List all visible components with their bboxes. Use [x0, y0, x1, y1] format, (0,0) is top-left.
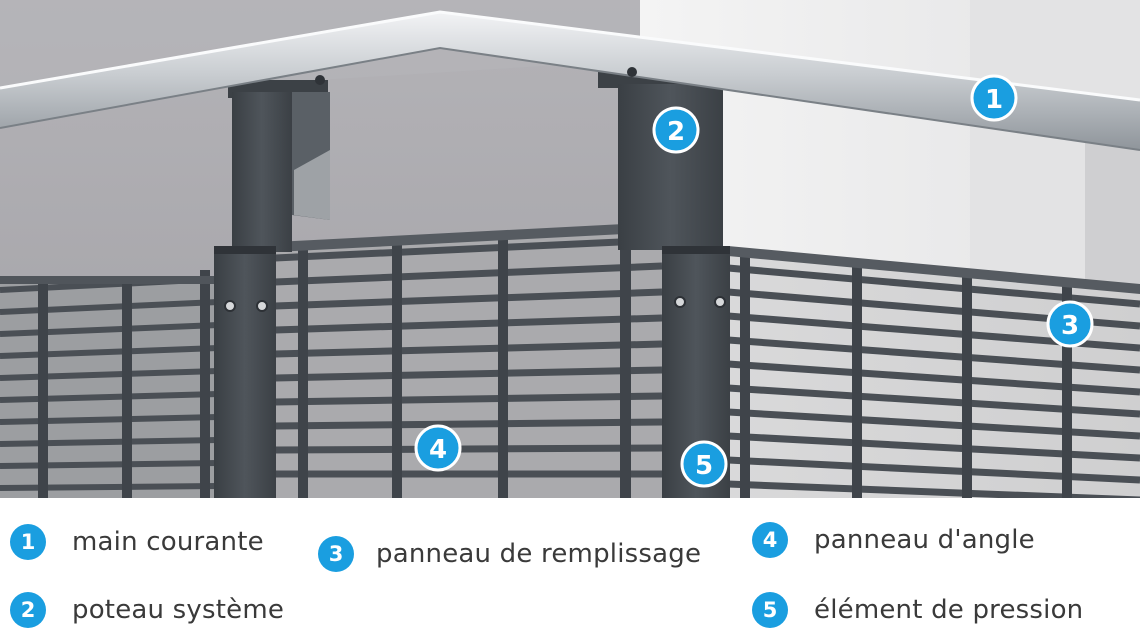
handrail — [0, 10, 1140, 151]
callout-badge-4: 4 — [414, 424, 462, 472]
callout-badge-4-number: 4 — [429, 435, 447, 465]
legend-label-system-post: poteau système — [72, 595, 285, 625]
callout-badge-2: 2 — [652, 106, 700, 154]
left-infill-panel — [0, 270, 219, 498]
legend-label-pressure-element: élément de pression — [814, 595, 1084, 625]
left-post — [214, 80, 330, 498]
legend-item-infill-panel: 3 panneau de remplissage — [318, 534, 701, 574]
legend-label-handrail: main courante — [72, 527, 264, 557]
legend-badge-5: 5 — [752, 592, 788, 628]
balcony-railing-illustration: 1 2 3 4 5 — [0, 0, 1140, 498]
legend-badge-3: 3 — [318, 536, 354, 572]
legend-badge-2: 2 — [10, 592, 46, 628]
legend-label-corner-panel: panneau d'angle — [814, 525, 1035, 555]
legend-badge-4: 4 — [752, 522, 788, 558]
callout-badge-5: 5 — [680, 440, 728, 488]
legend: 1 main courante 2 poteau système 3 panne… — [0, 498, 1140, 640]
legend-item-corner-panel: 4 panneau d'angle — [752, 520, 1035, 560]
legend-item-handrail: 1 main courante — [10, 522, 264, 562]
legend-item-pressure-element: 5 élément de pression — [752, 590, 1083, 630]
corner-panel — [274, 222, 663, 498]
callout-badge-3: 3 — [1046, 300, 1094, 348]
callout-badge-1-number: 1 — [985, 85, 1003, 115]
callout-badge-5-number: 5 — [695, 451, 713, 481]
callout-badge-2-number: 2 — [667, 117, 685, 147]
system-post — [598, 68, 746, 498]
callout-badge-3-number: 3 — [1061, 311, 1079, 341]
legend-item-system-post: 2 poteau système — [10, 590, 284, 630]
right-infill-panel — [727, 246, 1140, 498]
railing-drawing: 1 2 3 4 5 — [0, 0, 1140, 498]
legend-badge-1: 1 — [10, 524, 46, 560]
legend-label-infill-panel: panneau de remplissage — [376, 539, 702, 569]
callout-badge-1: 1 — [970, 74, 1018, 122]
